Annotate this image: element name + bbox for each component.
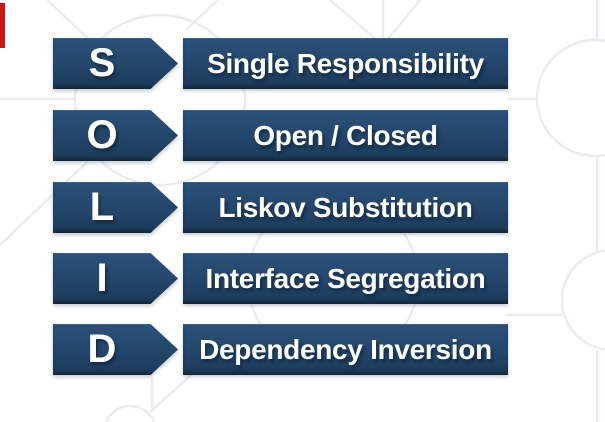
principle-label: Dependency Inversion	[199, 333, 492, 365]
principle-letter: O	[86, 113, 118, 157]
pattern-line	[185, 0, 219, 31]
pattern-line	[382, 0, 421, 46]
letter-arrow-shape: L	[53, 182, 178, 233]
principle-label: Open / Closed	[253, 119, 438, 151]
red-accent-bar	[0, 3, 5, 48]
principle-label-bar: Dependency Inversion	[183, 324, 508, 375]
principle-label: Single Responsibility	[207, 47, 484, 79]
arrow-chevron-icon: S	[53, 38, 178, 89]
principle-row: D Dependency Inversion	[53, 324, 508, 375]
principle-letter: D	[87, 327, 117, 371]
principle-label-bar: Single Responsibility	[183, 38, 508, 89]
principle-row: I Interface Segregation	[53, 253, 508, 304]
arrow-chevron-icon: D	[53, 324, 178, 375]
arrow-chevron-icon: O	[53, 110, 178, 161]
pattern-line	[329, 0, 384, 46]
arrow-chevron-icon: L	[53, 182, 178, 233]
principle-row: S Single Responsibility	[53, 38, 508, 89]
principle-letter: S	[88, 41, 116, 85]
letter-arrow-shape: I	[53, 253, 178, 304]
principle-letter: L	[89, 185, 115, 229]
pattern-circle	[104, 404, 156, 422]
pattern-circle	[535, 38, 605, 158]
letter-arrow-shape: O	[53, 110, 178, 161]
pattern-circle	[560, 249, 605, 351]
letter-arrow-shape: S	[53, 38, 178, 89]
arrow-chevron-icon: I	[53, 253, 178, 304]
principle-label-bar: Interface Segregation	[183, 253, 508, 304]
principle-label-bar: Liskov Substitution	[183, 182, 508, 233]
principle-label: Liskov Substitution	[218, 191, 473, 223]
pattern-line	[46, 0, 93, 43]
letter-arrow-shape: D	[53, 324, 178, 375]
principle-letter: I	[96, 256, 108, 300]
principle-row: O Open / Closed	[53, 110, 508, 161]
pattern-line	[0, 161, 88, 246]
principle-row: L Liskov Substitution	[53, 182, 508, 233]
principle-label-bar: Open / Closed	[183, 110, 508, 161]
principle-label: Interface Segregation	[205, 262, 486, 294]
